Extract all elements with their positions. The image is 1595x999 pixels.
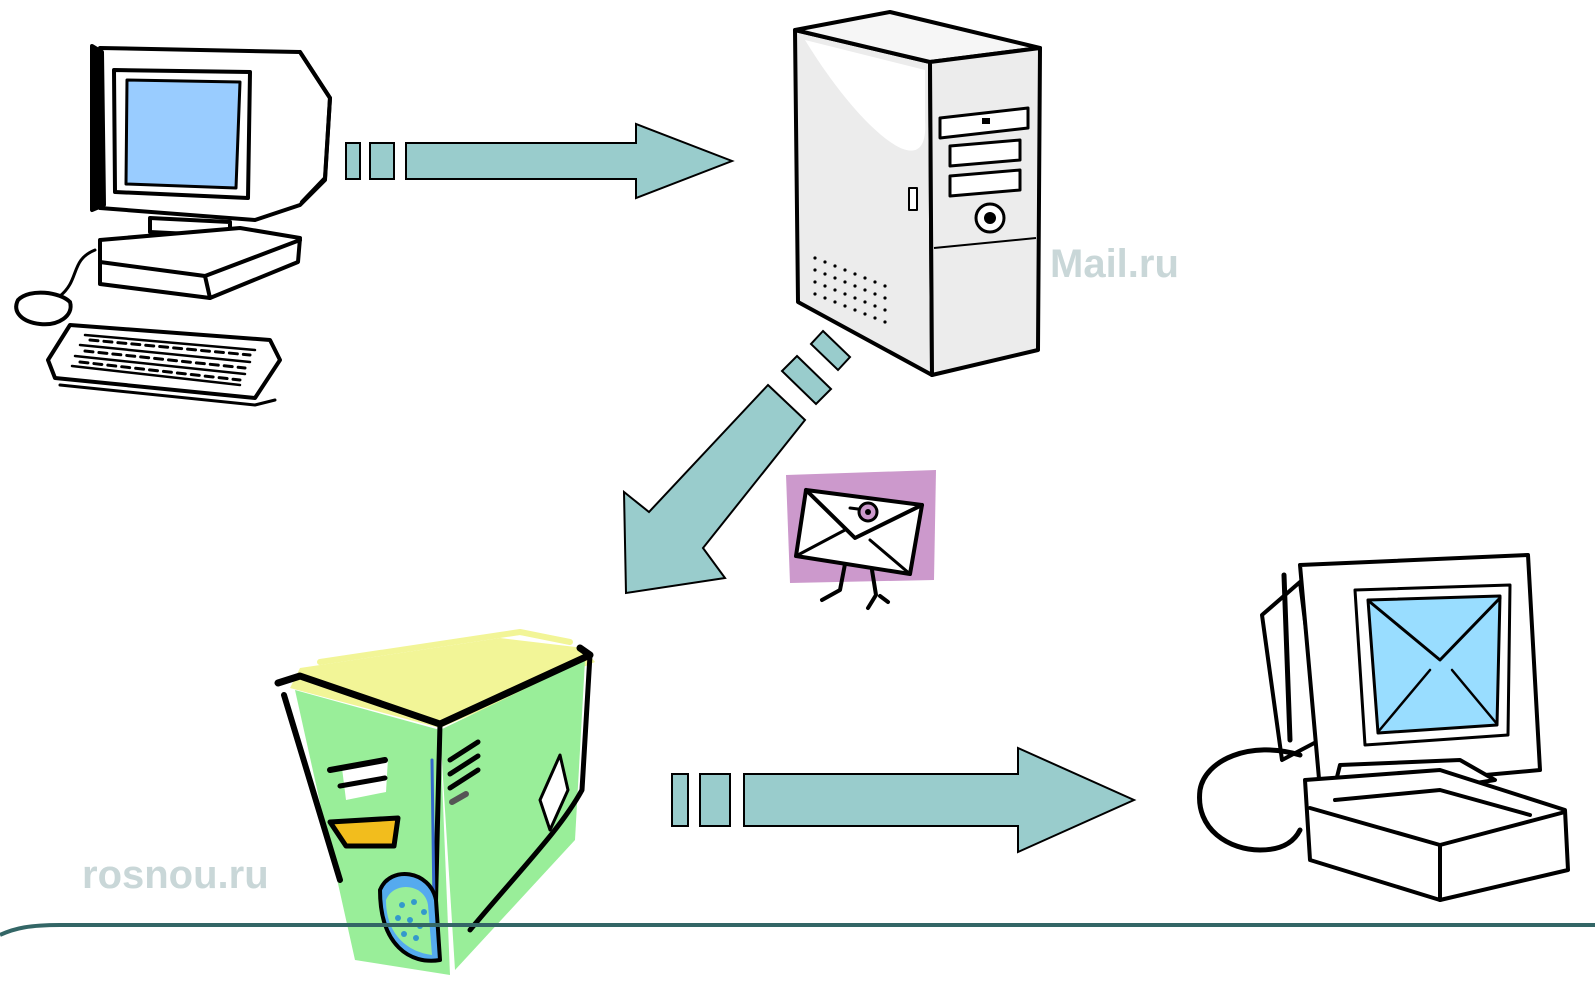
recipient-computer-icon bbox=[1197, 553, 1570, 902]
arrow-right-icon bbox=[345, 122, 735, 200]
walking-envelope-icon bbox=[786, 470, 936, 610]
recipient-server-label: rosnou.ru bbox=[82, 853, 269, 897]
sender-server-label: Mail.ru bbox=[1050, 242, 1179, 286]
recipient-server-icon bbox=[274, 629, 595, 975]
sender-computer-icon bbox=[14, 44, 332, 407]
frame-bottom-line bbox=[0, 923, 1595, 937]
arrow-right-icon bbox=[671, 746, 1137, 854]
arrow-down-left-icon bbox=[622, 329, 852, 595]
mail-server-tower-icon bbox=[793, 10, 1042, 377]
